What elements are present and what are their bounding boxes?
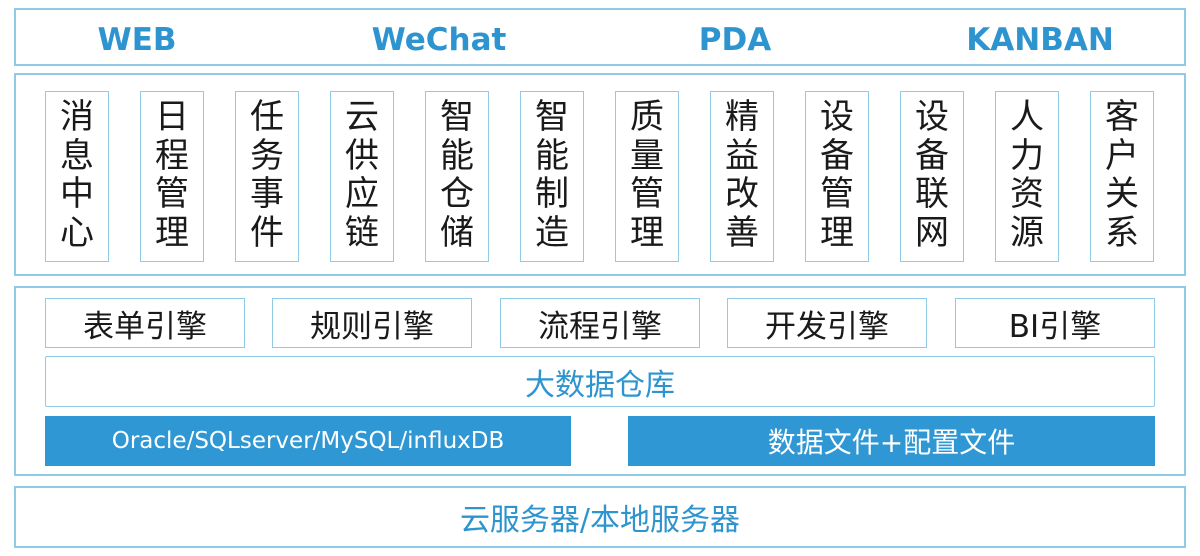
module-box: 云供应链 [330, 91, 394, 262]
module-label: 任务事件 [250, 97, 284, 253]
database-bar: Oracle/SQLserver/MySQL/influxDB [45, 416, 571, 466]
module-label: 云供应链 [345, 97, 379, 253]
module-box: 质量管理 [615, 91, 679, 262]
module-label: 人力资源 [1010, 97, 1044, 253]
module-label: 质量管理 [630, 97, 664, 253]
files-bar: 数据文件+配置文件 [628, 416, 1155, 466]
module-box: 客户关系 [1090, 91, 1154, 262]
engine-workflow: 流程引擎 [500, 298, 700, 348]
engine-form: 表单引擎 [45, 298, 245, 348]
module-label: 智能仓储 [440, 97, 474, 253]
module-label: 精益改善 [725, 97, 759, 253]
module-label: 设备管理 [820, 97, 854, 253]
module-box: 设备联网 [900, 91, 964, 262]
module-label: 消息中心 [60, 97, 94, 253]
platform-pda: PDA [698, 22, 772, 58]
module-label: 客户关系 [1105, 97, 1139, 253]
module-box: 消息中心 [45, 91, 109, 262]
module-box: 任务事件 [235, 91, 299, 262]
platform-web: WEB [97, 22, 177, 58]
module-label: 日程管理 [155, 97, 189, 253]
platform-kanban: KANBAN [966, 22, 1114, 58]
module-box: 智能制造 [520, 91, 584, 262]
module-box: 人力资源 [995, 91, 1059, 262]
platforms-layer [14, 8, 1186, 66]
module-label: 智能制造 [535, 97, 569, 253]
engine-bi: BI引擎 [955, 298, 1155, 348]
server-layer: 云服务器/本地服务器 [14, 486, 1186, 548]
module-box: 精益改善 [710, 91, 774, 262]
data-warehouse: 大数据仓库 [45, 356, 1155, 407]
engine-dev: 开发引擎 [727, 298, 927, 348]
module-label: 设备联网 [915, 97, 949, 253]
engine-rule: 规则引擎 [272, 298, 472, 348]
module-box: 日程管理 [140, 91, 204, 262]
module-box: 智能仓储 [425, 91, 489, 262]
module-box: 设备管理 [805, 91, 869, 262]
platform-wechat: WeChat [371, 22, 507, 58]
modules-layer [14, 73, 1186, 276]
